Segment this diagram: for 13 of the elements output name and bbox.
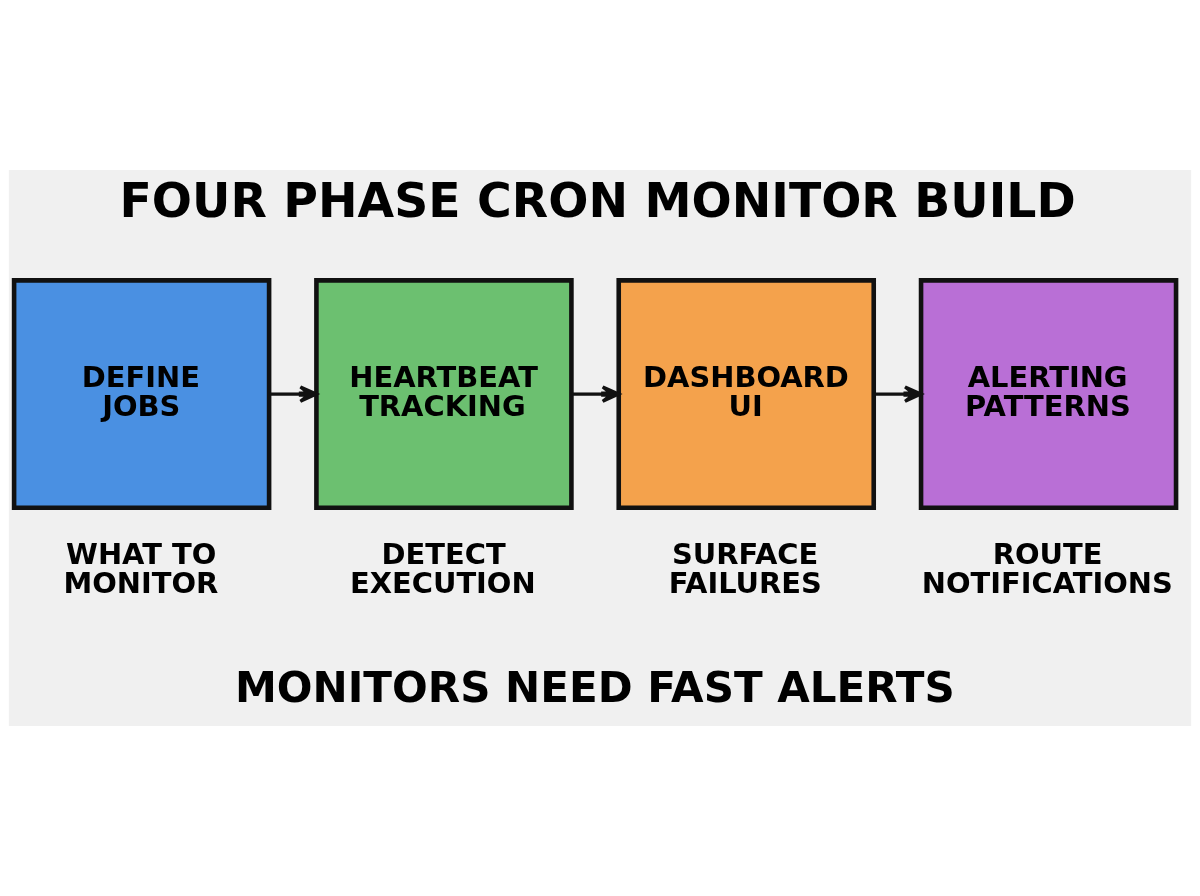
node-label: WHAT TO MONITOR bbox=[63, 536, 219, 600]
node-box: DASHBOARD UI bbox=[616, 278, 877, 511]
node-label: DETECT EXECUTION bbox=[349, 536, 536, 600]
node-label: SURFACE FAILURES bbox=[668, 536, 822, 600]
diagram-title: FOUR PHASE CRON MONITOR BUILD bbox=[119, 173, 1076, 229]
node-box: DEFINE JOBS bbox=[11, 278, 272, 511]
node-box: ALERTING PATTERNS bbox=[918, 278, 1179, 511]
node-box: HEARTBEAT TRACKING bbox=[314, 278, 574, 511]
arrow bbox=[571, 385, 621, 403]
node-label: ROUTE NOTIFICATIONS bbox=[921, 536, 1173, 600]
caption: MONITORS NEED FAST ALERTS bbox=[234, 662, 955, 712]
arrow bbox=[269, 385, 318, 403]
arrow bbox=[873, 385, 923, 403]
